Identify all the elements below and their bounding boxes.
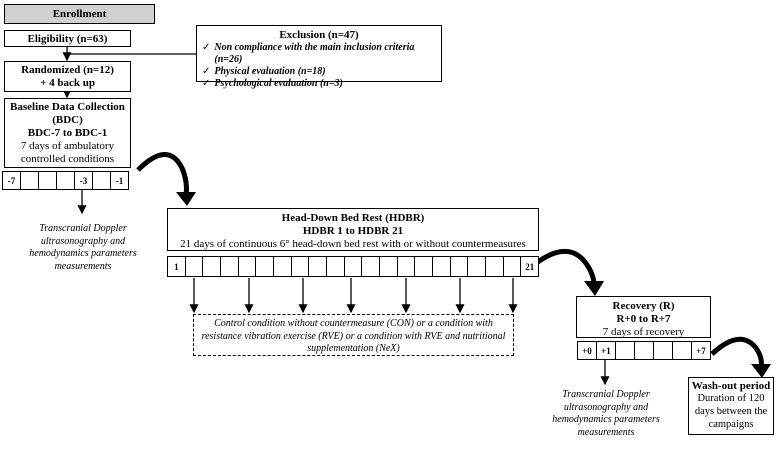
curved-arrow-hdbr-recovery: [528, 248, 597, 286]
day-cell: [290, 257, 309, 276]
day-cell: [38, 172, 56, 189]
curved-arrow-recovery-washout: [710, 336, 764, 369]
exclusion-item: ✓ Non compliance with the main inclusion…: [202, 42, 415, 65]
bdc-range: BDC-7 to BDC-1: [27, 127, 108, 139]
day-cell: 1: [174, 261, 179, 272]
bdc-title: Baseline Data Collection (BDC): [10, 101, 125, 126]
day-cell: [449, 257, 468, 276]
enrollment-header: Enrollment: [4, 4, 155, 24]
curved-arrowhead-recovery-washout: [751, 364, 771, 378]
day-cell: -1: [110, 172, 128, 189]
measurement-note-left: Transcranial Doppler ultrasonography and…: [29, 223, 137, 272]
bdc-desc: 7 days of ambulatory controlled conditio…: [20, 140, 115, 165]
measurement-note-right: Transcranial Doppler ultrasonography and…: [552, 389, 660, 438]
exclusion-title: Exclusion (n=47): [279, 29, 359, 41]
eligibility-box: Eligibility (n=63): [4, 30, 131, 47]
day-cell: [343, 257, 362, 276]
hdbr-day-cells: 1 21: [167, 256, 539, 277]
day-cell: [432, 257, 450, 276]
bdc-box: Baseline Data Collection (BDC) BDC-7 to …: [4, 98, 131, 168]
day-cell: [653, 342, 672, 359]
bdc-day-cells: -7 -3 -1: [2, 171, 129, 190]
day-cell: [379, 257, 397, 276]
recovery-title: Recovery (R): [612, 300, 675, 312]
hdbr-desc: 21 days of continuous 6° head-down bed r…: [180, 238, 526, 250]
hdbr-range: HDBR 1 to HDBR 21: [302, 225, 404, 237]
recovery-range: R+0 to R+7: [616, 313, 671, 325]
day-cell: -7: [7, 175, 16, 186]
conditions-box: Control condition without countermeasure…: [193, 314, 514, 356]
curved-arrow-bdc-hdbr: [136, 152, 189, 197]
day-cell: +1: [596, 342, 615, 359]
day-cell: -3: [74, 172, 92, 189]
exclusion-item: ✓ Physical evaluation (n=18): [202, 66, 326, 77]
day-cell: [237, 257, 256, 276]
curved-arrowhead-hdbr-recovery: [584, 281, 604, 296]
recovery-day-cells: +0 +1 +7: [577, 341, 711, 360]
day-cell: [615, 342, 634, 359]
randomized-box: Randomized (n=12) + 4 back up: [4, 61, 131, 92]
day-cell: [92, 172, 110, 189]
washout-title: Wash-out period: [691, 380, 771, 392]
day-cell: 21: [520, 257, 538, 276]
day-cell: [255, 257, 273, 276]
day-cell: [184, 257, 203, 276]
curved-arrowhead-bdc-hdbr: [176, 192, 196, 206]
day-cell: [20, 172, 38, 189]
recovery-box: Recovery (R) R+0 to R+7 7 days of recove…: [576, 296, 711, 338]
checkmark-icon: ✓: [202, 66, 211, 77]
day-cell: [634, 342, 653, 359]
hdbr-title: Head-Down Bed Rest (HDBR): [281, 212, 425, 224]
washout-desc: Duration of 120 days between the campaig…: [694, 393, 768, 430]
day-cell: [414, 257, 432, 276]
day-cell: +7: [691, 342, 710, 359]
day-cell: [672, 342, 691, 359]
day-cell: [326, 257, 344, 276]
day-cell: +0: [582, 345, 592, 356]
day-cell: [502, 257, 521, 276]
recovery-desc: 7 days of recovery: [602, 326, 685, 338]
exclusion-box: Exclusion (n=47) ✓ Non compliance with t…: [196, 25, 442, 89]
day-cell: [220, 257, 238, 276]
day-cell: [56, 172, 74, 189]
day-cell: [467, 257, 485, 276]
washout-box: Wash-out period Duration of 120 days bet…: [688, 377, 774, 435]
checkmark-icon: ✓: [202, 42, 211, 53]
hdbr-box: Head-Down Bed Rest (HDBR) HDBR 1 to HDBR…: [167, 208, 539, 251]
day-cell: [396, 257, 415, 276]
day-cell: [202, 257, 220, 276]
day-cell: [485, 257, 503, 276]
exclusion-item: ✓ Psychological evaluation (n=3): [202, 78, 343, 89]
day-cell: [361, 257, 379, 276]
checkmark-icon: ✓: [202, 78, 211, 89]
day-cell: [308, 257, 326, 276]
day-cell: [273, 257, 291, 276]
